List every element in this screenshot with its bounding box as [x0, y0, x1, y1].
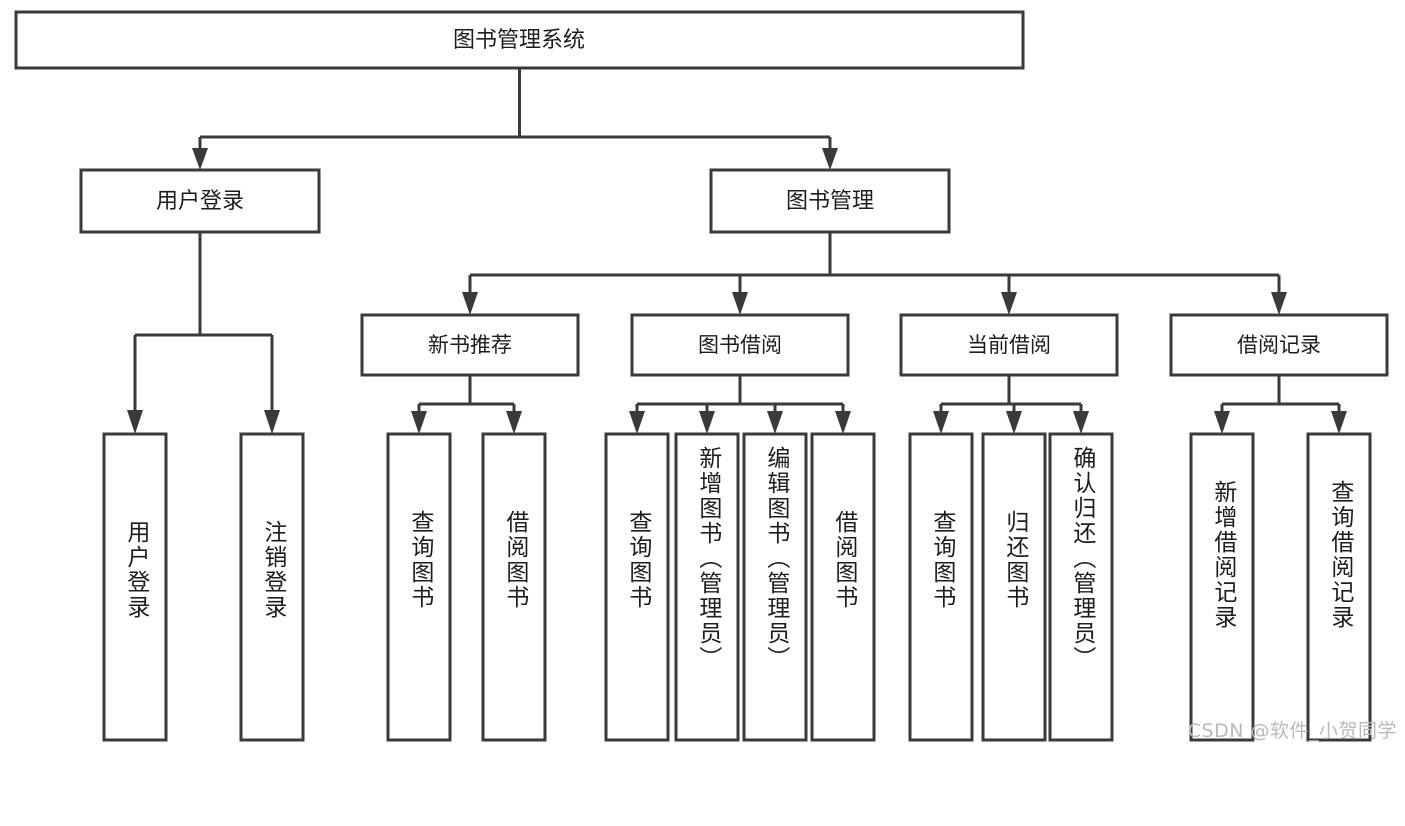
- arrow-to-leaf-borrow-book-1: [506, 411, 522, 434]
- node-new-book-rec[interactable]: 新书推荐: [360, 313, 580, 377]
- arrow-to-leaf-user-login: [127, 410, 143, 434]
- leaf-box-query-book-1[interactable]: [386, 432, 452, 742]
- node-root-label: 图书管理系统: [453, 28, 585, 53]
- node-root[interactable]: 图书管理系统: [14, 10, 1025, 70]
- arrow-to-leaf-edit-book: [767, 411, 783, 434]
- arrow-to-leaf-borrow-book-2: [835, 411, 851, 434]
- arrow-to-current-borrow: [1001, 292, 1017, 315]
- leaf-box-layer: [102, 432, 1372, 742]
- node-borrow-record[interactable]: 借阅记录: [1169, 313, 1389, 377]
- node-borrow-record-label: 借阅记录: [1237, 333, 1321, 357]
- connector-layer: [127, 68, 1347, 434]
- arrow-to-leaf-query-book-2: [629, 411, 645, 434]
- arrow-to-borrow-record: [1271, 292, 1287, 315]
- leaf-box-add-book[interactable]: [674, 432, 740, 742]
- arrow-to-leaf-user-logout: [264, 410, 280, 434]
- arrow-to-leaf-query-book-3: [933, 411, 949, 434]
- arrow-to-leaf-query-record: [1331, 411, 1347, 434]
- leaf-box-query-book-3[interactable]: [908, 432, 974, 742]
- node-root-box[interactable]: [14, 10, 1025, 70]
- flowchart-canvas: 图书管理系统 用户登录 图书管理 新书推荐 图书借阅 当前借阅 借阅记录: [14, 10, 1397, 742]
- arrow-to-leaf-add-book: [699, 411, 715, 434]
- arrow-to-leaf-query-book-1: [411, 411, 427, 434]
- leaf-box-user-logout[interactable]: [239, 432, 305, 742]
- node-user-login[interactable]: 用户登录: [79, 168, 321, 234]
- leaf-box-add-record[interactable]: [1189, 432, 1255, 742]
- node-book-borrow-box[interactable]: [630, 313, 850, 377]
- node-book-borrow[interactable]: 图书借阅: [630, 313, 850, 377]
- csdn-watermark: CSDN @软件_小贺同学: [1187, 720, 1397, 742]
- leaf-box-edit-book[interactable]: [742, 432, 808, 742]
- arrow-to-new-book-rec: [462, 292, 478, 315]
- node-book-manage[interactable]: 图书管理: [709, 168, 951, 234]
- node-book-borrow-label: 图书借阅: [698, 333, 782, 357]
- node-new-book-rec-box[interactable]: [360, 313, 580, 377]
- leaf-box-confirm-return[interactable]: [1048, 432, 1114, 742]
- leaf-box-query-record[interactable]: [1306, 432, 1372, 742]
- arrow-to-book-manage: [822, 148, 838, 170]
- leaf-box-borrow-book-1[interactable]: [481, 432, 547, 742]
- node-current-borrow[interactable]: 当前借阅: [899, 313, 1119, 377]
- node-borrow-record-box[interactable]: [1169, 313, 1389, 377]
- leaf-box-query-book-2[interactable]: [604, 432, 670, 742]
- leaf-box-borrow-book-2[interactable]: [810, 432, 876, 742]
- node-book-manage-label: 图书管理: [786, 189, 874, 214]
- node-user-login-box[interactable]: [79, 168, 321, 234]
- leaf-box-return-book[interactable]: [981, 432, 1047, 742]
- arrow-to-leaf-add-record: [1214, 411, 1230, 434]
- flowchart-svg: 图书管理系统 用户登录 图书管理 新书推荐 图书借阅 当前借阅 借阅记录: [14, 10, 1389, 742]
- node-current-borrow-box[interactable]: [899, 313, 1119, 377]
- node-book-manage-box[interactable]: [709, 168, 951, 234]
- arrow-to-book-borrow: [732, 292, 748, 315]
- node-current-borrow-label: 当前借阅: [967, 333, 1051, 357]
- arrow-to-leaf-confirm-return: [1073, 411, 1089, 434]
- leaf-box-user-login[interactable]: [102, 432, 168, 742]
- node-new-book-rec-label: 新书推荐: [428, 333, 512, 357]
- node-user-login-label: 用户登录: [156, 189, 244, 214]
- arrow-to-user-login: [192, 148, 208, 170]
- arrow-to-leaf-return-book: [1006, 411, 1022, 434]
